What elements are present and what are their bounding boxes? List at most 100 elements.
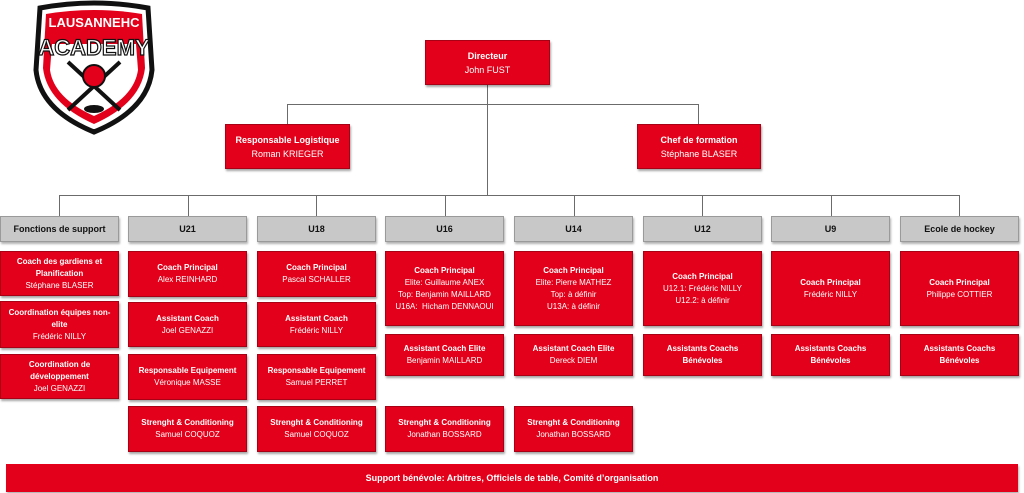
role-title: Coach Principal bbox=[929, 277, 990, 287]
column-header-u16: U16 bbox=[385, 216, 504, 242]
role-name: Pascal SCHALLER bbox=[282, 275, 351, 284]
role-title: Coach Principal bbox=[157, 263, 218, 272]
connector bbox=[959, 195, 960, 216]
role-title: Coach Principal bbox=[800, 277, 861, 287]
role-name: Frédéric NILLY bbox=[289, 325, 344, 335]
svg-text:ACADEMY: ACADEMY bbox=[38, 35, 150, 60]
connector bbox=[445, 195, 446, 216]
connector bbox=[574, 195, 575, 216]
role-box: Responsable Equipement Véronique MASSE bbox=[128, 354, 247, 400]
role-box: Assistants Coachs Bénévoles bbox=[643, 334, 762, 376]
column-header-u21: U21 bbox=[128, 216, 247, 242]
role-box: Coordination de développement Joel GENAZ… bbox=[0, 354, 119, 399]
role-title: Strenght & Conditioning bbox=[270, 418, 363, 427]
role-name: Benjamin MAILLARD bbox=[406, 356, 483, 365]
role-box: Coach Principal U12.1: Frédéric NILLY U1… bbox=[643, 251, 762, 326]
connector bbox=[287, 104, 699, 105]
role-box: Coach Principal Alex REINHARD bbox=[128, 251, 247, 297]
role-box: Coach des gardiens et Planification Stép… bbox=[0, 251, 119, 296]
role-box: Coach Principal Elite: Pierre MATHEZ Top… bbox=[514, 251, 633, 326]
role-title: Assistants Coachs Bénévoles bbox=[923, 344, 996, 365]
column-header-support: Fonctions de support bbox=[0, 216, 119, 242]
role-name: U16A: Hicham DENNAOUI bbox=[395, 301, 494, 311]
role-title: Coach des gardiens et Planification bbox=[16, 256, 103, 278]
role-box: Strenght & Conditioning Jonathan BOSSARD bbox=[385, 406, 504, 452]
director-name: John FUST bbox=[464, 64, 511, 75]
role-box: Strenght & Conditioning Samuel COQUOZ bbox=[128, 406, 247, 452]
logistics-box: Responsable Logistique Roman KRIEGER bbox=[225, 124, 350, 169]
role-name: Elite: Pierre MATHEZ bbox=[535, 277, 612, 287]
role-title: Responsable Equipement bbox=[267, 366, 366, 375]
role-box: Responsable Equipement Samuel PERRET bbox=[257, 354, 376, 400]
role-title: Coordination de développement bbox=[28, 359, 91, 381]
training-name: Stéphane BLASER bbox=[660, 148, 738, 159]
connector bbox=[698, 104, 699, 124]
role-title: Assistant Coach bbox=[156, 313, 219, 323]
role-box: Coordination équipes non-elite Frédéric … bbox=[0, 301, 119, 348]
role-title: Coordination équipes non-elite bbox=[8, 307, 111, 329]
role-name: Frédéric NILLY bbox=[32, 331, 87, 341]
role-name: U12.1: Frédéric NILLY bbox=[663, 283, 742, 293]
role-name: Joel GENAZZI bbox=[161, 325, 214, 335]
role-title: Strenght & Conditioning bbox=[398, 418, 491, 427]
role-box: Coach Principal Elite: Guillaume ANEX To… bbox=[385, 251, 504, 326]
role-title: Responsable Equipement bbox=[138, 366, 237, 375]
column-header-ecole: Ecole de hockey bbox=[900, 216, 1019, 242]
role-name: Top: à définir bbox=[550, 289, 597, 299]
connector bbox=[59, 195, 960, 196]
role-name: U13A: à définir bbox=[547, 301, 600, 311]
director-title: Directeur bbox=[467, 50, 508, 61]
role-name: Elite: Guillaume ANEX bbox=[404, 277, 485, 287]
role-title: Coach Principal bbox=[414, 265, 475, 275]
role-name: Jonathan BOSSARD bbox=[407, 430, 482, 439]
role-title: Coach Principal bbox=[286, 263, 347, 272]
role-name: Frédéric NILLY bbox=[803, 289, 858, 299]
role-title: Assistants Coachs Bénévoles bbox=[666, 344, 739, 365]
logistics-name: Roman KRIEGER bbox=[251, 148, 324, 159]
role-title: Assistant Coach bbox=[285, 313, 348, 323]
role-name: Philippe COTTIER bbox=[926, 289, 993, 299]
role-name: Alex REINHARD bbox=[157, 275, 218, 284]
role-box: Strenght & Conditioning Jonathan BOSSARD bbox=[514, 406, 633, 452]
role-name: Samuel COQUOZ bbox=[284, 430, 349, 439]
director-box: Directeur John FUST bbox=[425, 40, 550, 85]
connector bbox=[702, 195, 703, 216]
training-box: Chef de formation Stéphane BLASER bbox=[637, 124, 761, 169]
role-box: Coach Principal Frédéric NILLY bbox=[771, 251, 890, 326]
role-title: Strenght & Conditioning bbox=[527, 418, 620, 427]
role-name: Dereck DIEM bbox=[549, 356, 598, 365]
lausanne-hc-academy-logo: LAUSANNEHC ACADEMY bbox=[33, 0, 155, 135]
role-title: Assistants Coachs Bénévoles bbox=[794, 344, 867, 365]
role-box: Strenght & Conditioning Samuel COQUOZ bbox=[257, 406, 376, 452]
role-title: Coach Principal bbox=[543, 265, 604, 275]
role-name: Véronique MASSE bbox=[154, 378, 221, 387]
role-box: Assistants Coachs Bénévoles bbox=[900, 334, 1019, 376]
connector bbox=[188, 195, 189, 216]
role-title: Assistant Coach Elite bbox=[532, 344, 615, 353]
role-name: Samuel PERRET bbox=[285, 378, 348, 387]
column-header-u18: U18 bbox=[257, 216, 376, 242]
logistics-title: Responsable Logistique bbox=[235, 134, 340, 145]
column-header-u9: U9 bbox=[771, 216, 890, 242]
role-name: Samuel COQUOZ bbox=[155, 430, 220, 439]
connector bbox=[287, 104, 288, 124]
column-header-u14: U14 bbox=[514, 216, 633, 242]
svg-text:LAUSANNEHC: LAUSANNEHC bbox=[49, 15, 141, 30]
role-name: Jonathan BOSSARD bbox=[536, 430, 611, 439]
role-box: Assistant Coach Elite Dereck DIEM bbox=[514, 334, 633, 376]
role-title: Strenght & Conditioning bbox=[141, 418, 234, 427]
connector bbox=[487, 85, 488, 195]
role-box: Assistant Coach Joel GENAZZI bbox=[128, 302, 247, 347]
role-name: U12.2: à définir bbox=[675, 295, 730, 305]
role-box: Coach Principal Philippe COTTIER bbox=[900, 251, 1019, 326]
role-box: Assistant Coach Elite Benjamin MAILLARD bbox=[385, 334, 504, 376]
role-title: Coach Principal bbox=[672, 271, 733, 281]
role-name: Top: Benjamin MAILLARD bbox=[398, 289, 491, 299]
role-name: Stéphane BLASER bbox=[25, 280, 94, 290]
column-header-u12: U12 bbox=[643, 216, 762, 242]
training-title: Chef de formation bbox=[660, 134, 738, 145]
role-box: Assistants Coachs Bénévoles bbox=[771, 334, 890, 376]
role-box: Assistant Coach Frédéric NILLY bbox=[257, 302, 376, 347]
role-name: Joel GENAZZI bbox=[33, 383, 86, 393]
volunteer-support-banner: Support bénévole: Arbitres, Officiels de… bbox=[6, 464, 1018, 492]
